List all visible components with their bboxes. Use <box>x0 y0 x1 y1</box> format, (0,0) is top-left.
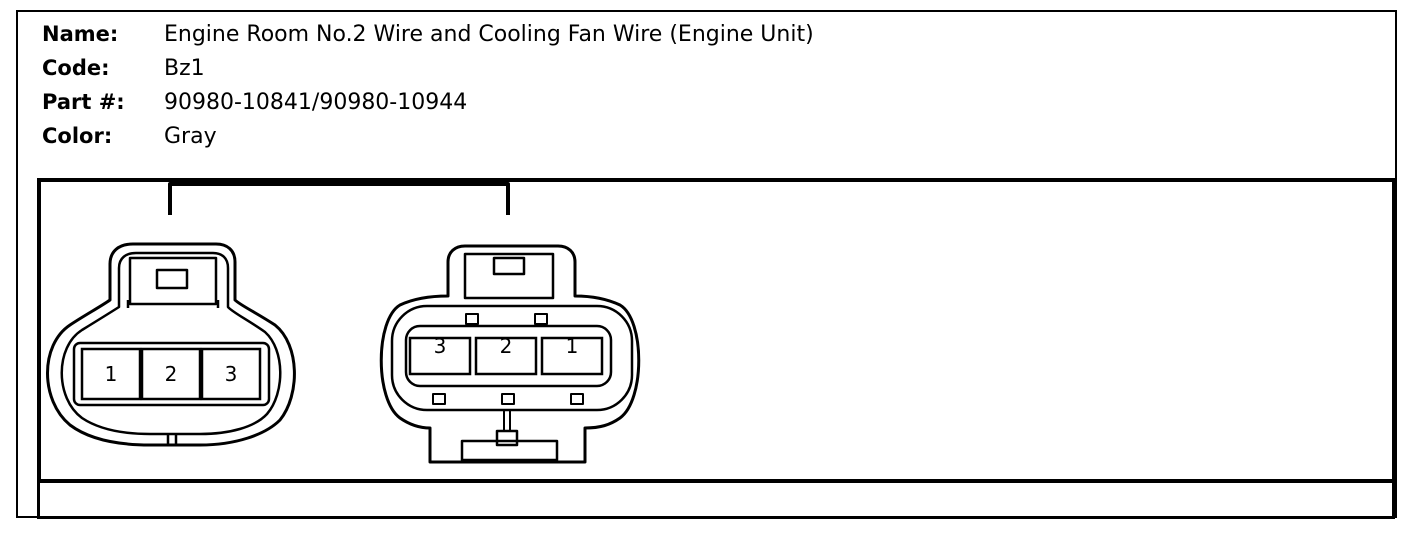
color-row: Color: Gray <box>42 119 814 153</box>
left-pin-label: 3 <box>225 362 238 386</box>
left-pin-cells: 1 2 3 <box>80 347 262 401</box>
left-pin-cell <box>140 347 202 401</box>
left-pin-cell <box>200 347 262 401</box>
left-connector <box>46 242 296 447</box>
right-pin-cell <box>474 336 538 376</box>
part-label: Part #: <box>42 90 125 114</box>
part-value: 90980-10841/90980-10944 <box>164 89 468 115</box>
right-pin-label: 3 <box>434 334 447 358</box>
left-pin-label: 2 <box>165 362 178 386</box>
name-row: Name: Engine Room No.2 Wire and Cooling … <box>42 17 814 51</box>
code-row: Code: Bz1 <box>42 51 814 85</box>
color-label: Color: <box>42 124 113 148</box>
code-label: Code: <box>42 56 110 80</box>
color-value: Gray <box>164 123 217 149</box>
right-pin-cells: 3 2 1 <box>408 334 604 376</box>
right-pin-cell <box>540 336 604 376</box>
left-pin-label: 1 <box>105 362 118 386</box>
right-connector <box>379 244 641 464</box>
connector-info: Name: Engine Room No.2 Wire and Cooling … <box>42 17 814 153</box>
code-value: Bz1 <box>164 55 205 81</box>
right-pin-label: 2 <box>500 334 513 358</box>
left-pin-cell <box>80 347 142 401</box>
name-label: Name: <box>42 22 119 46</box>
footer-box <box>37 480 1395 519</box>
right-pin-cell <box>408 336 472 376</box>
part-row: Part #: 90980-10841/90980-10944 <box>42 85 814 119</box>
name-value: Engine Room No.2 Wire and Cooling Fan Wi… <box>164 21 814 47</box>
right-pin-label: 1 <box>566 334 579 358</box>
mating-bracket <box>168 182 510 215</box>
